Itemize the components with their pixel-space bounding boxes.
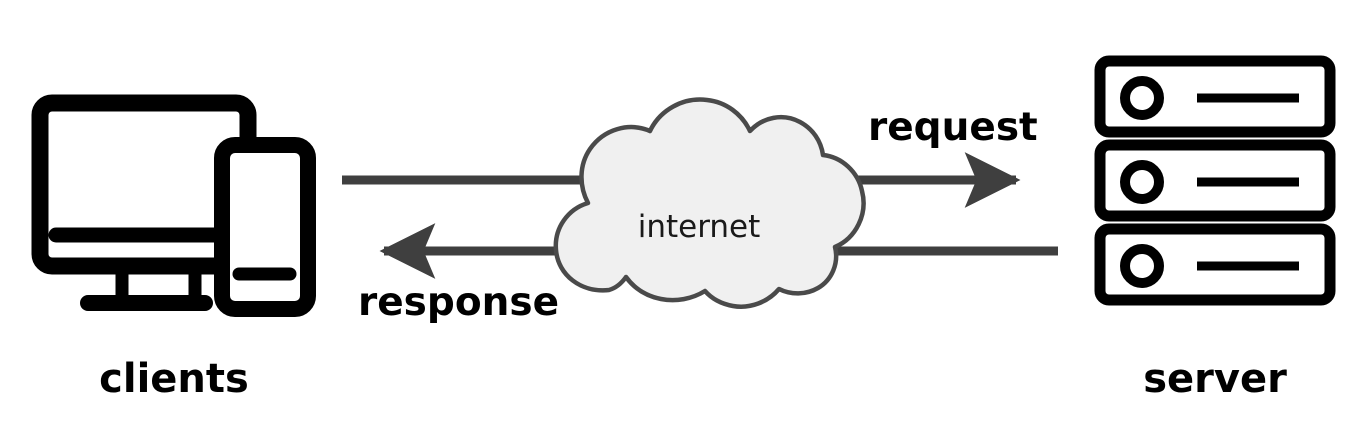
- clients-caption: clients: [99, 356, 249, 402]
- internet-caption: internet: [638, 209, 761, 245]
- rack-status-led-icon: [1120, 160, 1164, 204]
- rack-status-led-icon: [1120, 76, 1164, 120]
- request-label: request: [868, 105, 1038, 150]
- phone-frame: [214, 137, 316, 317]
- clients-node[interactable]: clients: [31, 94, 316, 402]
- server-node[interactable]: server: [1094, 55, 1336, 402]
- server-rack-unit-1: [1094, 55, 1336, 138]
- server-rack-unit-3: [1094, 223, 1336, 306]
- response-label: response: [358, 280, 559, 325]
- server-caption: server: [1143, 356, 1287, 402]
- mobile-phone-icon: [214, 137, 316, 317]
- rack-status-led-icon: [1120, 244, 1164, 288]
- server-rack-unit-2: [1094, 139, 1336, 222]
- internet-node[interactable]: internet: [553, 97, 866, 309]
- cloud-icon: [553, 97, 866, 309]
